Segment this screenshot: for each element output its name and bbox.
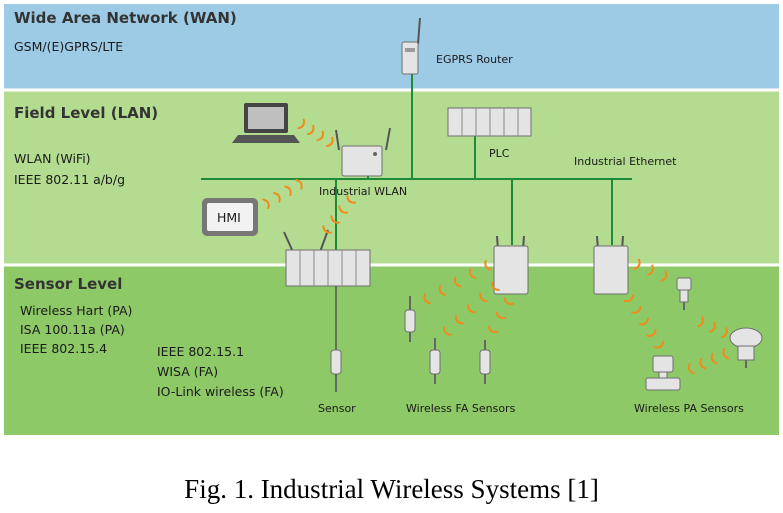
wave-fa-gw-sensor1: [438, 285, 446, 296]
pa-sensors-label: Wireless PA Sensors: [634, 402, 744, 415]
wave-pa-gw-flow: [653, 340, 665, 349]
wave-fa-gw-sensor1: [423, 293, 431, 305]
router-label: EGPRS Router: [436, 53, 513, 66]
hmi-label: HMI: [217, 210, 241, 225]
wave-fa-gw-sensor2: [479, 292, 488, 303]
wave-wlan-io: [346, 195, 357, 204]
fa-sensor-2: [429, 338, 441, 384]
wave-laptop-wlan: [316, 130, 324, 142]
wave-pa-gw-top: [633, 258, 641, 270]
wan-title: Wide Area Network (WAN): [14, 9, 237, 27]
wave-fa-gw-sensor3: [503, 297, 515, 306]
wave-pa-gw-top: [647, 264, 654, 276]
wave-pa-gw-flow: [623, 294, 634, 303]
wave-fa-gw-sensor1: [469, 268, 477, 279]
plc-label: PLC: [489, 147, 510, 160]
wave-laptop-wlan: [297, 118, 305, 130]
industrial-wlan-label: Industrial WLAN: [319, 185, 407, 198]
ethernet-lines: [201, 74, 632, 250]
industrial-ethernet-label: Industrial Ethernet: [574, 155, 677, 168]
wan-protocols: GSM/(E)GPRS/LTE: [14, 39, 123, 54]
industrial-wlan-ap: [335, 127, 391, 177]
laptop-icon: [232, 103, 300, 143]
wireless-signals: [262, 118, 730, 375]
wave-fa-gw-sensor3: [487, 325, 499, 334]
sensor-label: Sensor: [318, 402, 356, 415]
lan-title: Field Level (LAN): [14, 104, 158, 122]
network-diagram: Wide Area Network (WAN) GSM/(E)GPRS/LTE …: [4, 4, 779, 435]
sensor-protocol-mid-3: IO-Link wireless (FA): [157, 384, 284, 399]
fa-sensor-1: [404, 296, 416, 342]
lan-band: [4, 90, 779, 265]
wan-band: [4, 4, 779, 90]
wave-fa-gw-sensor2: [491, 281, 500, 291]
wave-fa-gw-sensor3: [495, 311, 507, 320]
wave-wlan-io: [338, 205, 349, 214]
sensor-protocol-left-3: IEEE 802.15.4: [20, 341, 107, 356]
probe-sensor: [330, 349, 342, 392]
wave-hmi-wlan: [262, 198, 270, 210]
wave-wlan-io: [322, 225, 333, 234]
io-module: [283, 229, 371, 287]
wave-hmi-wlan: [284, 185, 292, 197]
pa-flowmeter: [645, 355, 681, 391]
wave-pa-round-flow: [687, 363, 695, 375]
sensor-band: [4, 265, 779, 435]
lan-protocol-1: WLAN (WiFi): [14, 151, 91, 166]
fa-sensors-label: Wireless FA Sensors: [406, 402, 516, 415]
sensor-protocol-left-1: Wireless Hart (PA): [20, 303, 132, 318]
figure-caption: Fig. 1. Industrial Wireless Systems [1]: [184, 474, 599, 504]
wave-pa-round-flow: [699, 358, 707, 370]
wave-laptop-wlan: [306, 124, 315, 136]
sensor-protocol-mid-2: WISA (FA): [157, 364, 218, 379]
wave-wlan-io: [330, 215, 341, 224]
wave-pa-gw-flow: [631, 306, 642, 314]
sensor-protocol-left-2: ISA 100.11a (PA): [20, 322, 125, 337]
wave-pa-gw-flow: [638, 317, 650, 326]
wave-pa-top-round: [709, 321, 716, 333]
wave-fa-gw-sensor1: [484, 259, 492, 271]
pa-sensor-round: [729, 327, 763, 368]
sensor-title: Sensor Level: [14, 275, 122, 293]
pa-sensor-top: [676, 277, 692, 310]
wave-fa-gw-sensor1: [453, 276, 462, 288]
wave-hmi-wlan: [273, 192, 281, 203]
fa-sensor-3: [479, 340, 491, 384]
wave-pa-round-flow: [710, 353, 718, 365]
plc-device: [447, 107, 532, 137]
wave-hmi-wlan: [295, 179, 303, 190]
wave-pa-round-flow: [722, 348, 730, 360]
sensor-protocol-mid-1: IEEE 802.15.1: [157, 344, 244, 359]
egprs-router: [401, 17, 421, 75]
wave-pa-gw-flow: [646, 329, 657, 337]
hmi-panel: [202, 198, 258, 236]
pa-gateway: [593, 235, 629, 295]
wave-fa-gw-sensor2: [455, 315, 464, 325]
wave-laptop-wlan: [325, 136, 334, 148]
fa-gateway: [493, 235, 529, 295]
wave-pa-top-round: [721, 327, 728, 339]
wave-fa-gw-sensor2: [467, 304, 476, 314]
lan-protocol-2: IEEE 802.11 a/b/g: [14, 172, 125, 187]
wave-pa-gw-top: [660, 270, 668, 282]
wave-pa-top-round: [697, 316, 704, 328]
wave-fa-gw-sensor2: [443, 326, 452, 336]
